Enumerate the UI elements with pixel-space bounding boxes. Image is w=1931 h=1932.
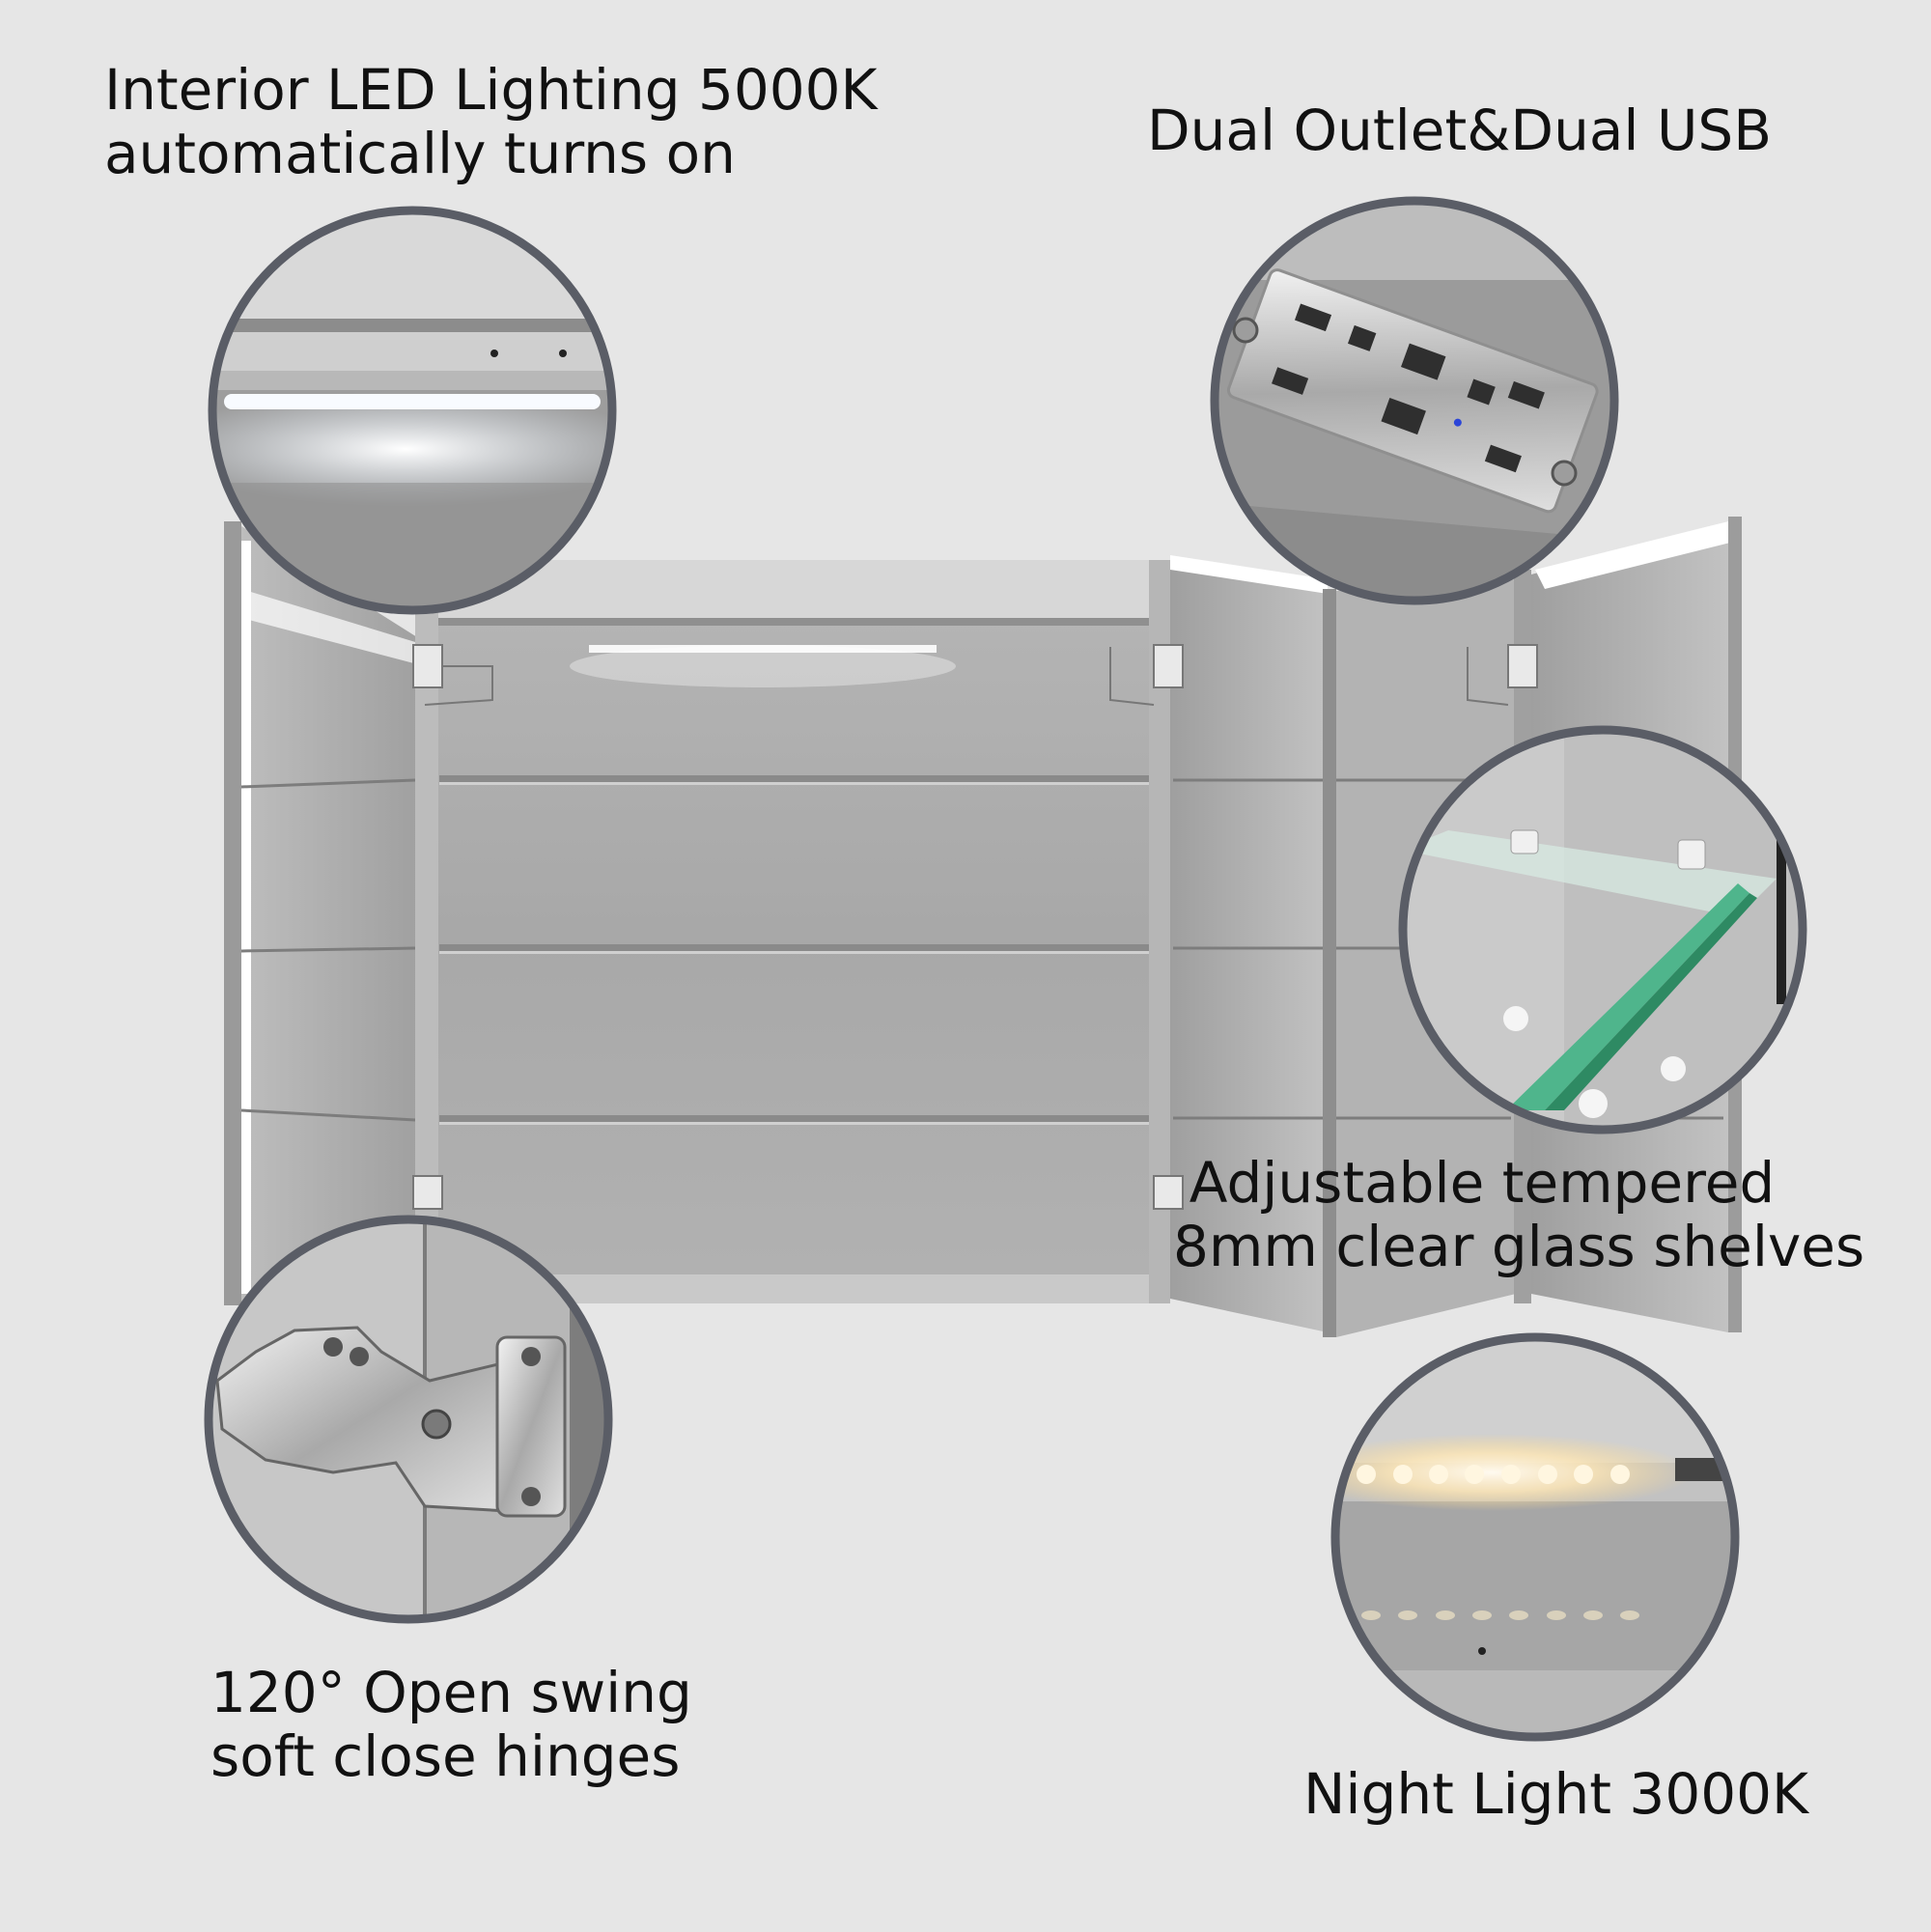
caption-line: 8mm clear glass shelves bbox=[1173, 1214, 1865, 1279]
caption-line: soft close hinges bbox=[210, 1723, 681, 1789]
warm-led-row bbox=[1357, 1465, 1630, 1484]
caption-line: automatically turns on bbox=[104, 121, 736, 186]
callout-outlet-usb bbox=[1210, 196, 1619, 605]
cabinet-interior bbox=[425, 560, 1159, 1303]
center-mirror-door bbox=[1170, 558, 1328, 1332]
caption-hinges: 120° Open swing soft close hinges bbox=[210, 1661, 692, 1788]
led-strip-cool bbox=[224, 394, 601, 409]
cabinet-hinges bbox=[412, 644, 1538, 1210]
caption-line: Dual Outlet&Dual USB bbox=[1147, 98, 1773, 163]
glass-shelves bbox=[439, 775, 1154, 1125]
caption-line: Adjustable tempered bbox=[1189, 1150, 1776, 1216]
caption-night-light: Night Light 3000K bbox=[1303, 1762, 1808, 1826]
caption-line: 120° Open swing bbox=[210, 1660, 692, 1725]
callout-night-light bbox=[1330, 1332, 1740, 1742]
callout-hinge bbox=[204, 1215, 613, 1624]
caption-interior-led: Interior LED Lighting 5000K automaticall… bbox=[104, 58, 878, 185]
caption-outlet-usb: Dual Outlet&Dual USB bbox=[1147, 98, 1772, 162]
caption-line: Night Light 3000K bbox=[1303, 1761, 1809, 1827]
caption-glass-shelves: Adjustable tempered 8mm clear glass shel… bbox=[1173, 1150, 1865, 1279]
callout-glass-shelves bbox=[1398, 725, 1807, 1134]
left-mirror-door bbox=[224, 521, 241, 1305]
callout-interior-led bbox=[208, 206, 617, 615]
caption-line: Interior LED Lighting 5000K bbox=[104, 57, 878, 123]
glass-shelf-edge bbox=[1506, 883, 1749, 1110]
